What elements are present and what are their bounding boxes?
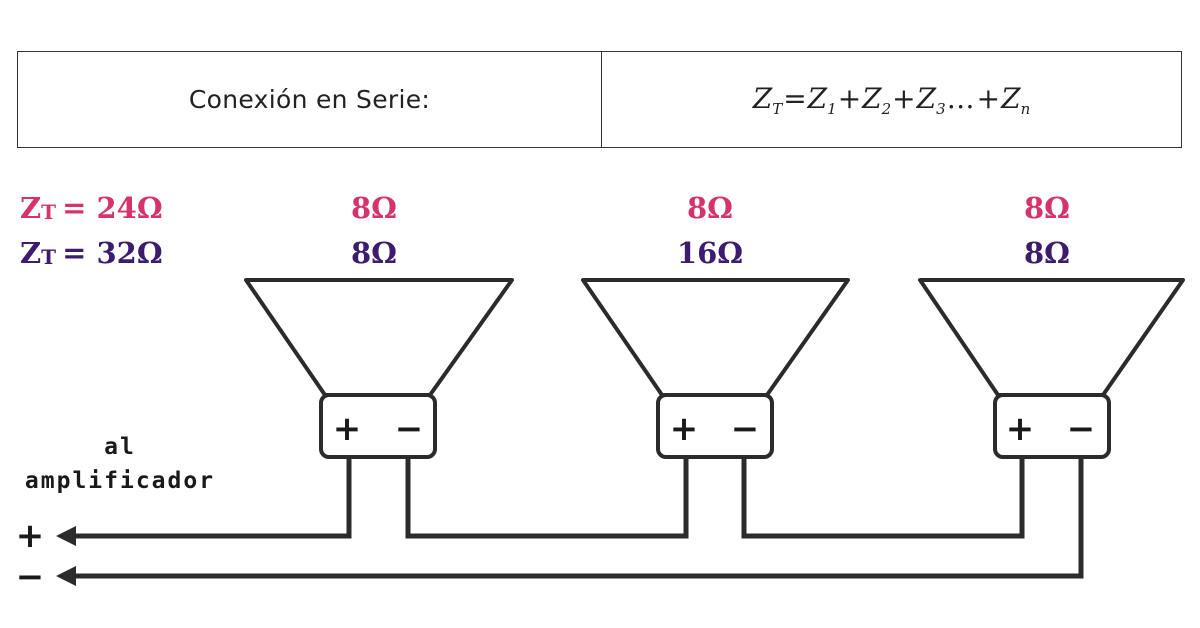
speaker-2-impedance-b: 16Ω <box>677 236 743 270</box>
arrow-minus-icon <box>56 566 76 586</box>
speaker-2 <box>581 278 850 459</box>
speaker-1-plus-terminal: + <box>333 409 362 449</box>
amplifier-label-line1: al <box>104 434 136 460</box>
formula-total-sub: T <box>772 99 783 118</box>
total-impedance-b: ZT= 32Ω <box>20 236 163 270</box>
speaker-2-minus-terminal: − <box>731 409 760 449</box>
formula-term-1: Z <box>807 81 828 115</box>
table-cell-formula: ZT=Z1+Z2+Z3…+Zn <box>602 52 1181 147</box>
formula-total-symbol: Z <box>752 81 773 115</box>
wire-amp-plus-to-speaker-1 <box>70 457 352 539</box>
formula-plus-1: + <box>837 81 862 115</box>
wire-speaker-3-to-amp-minus <box>70 457 1084 579</box>
table-cell-label: Conexión en Serie: <box>18 52 602 147</box>
formula-plus-3: + <box>976 81 1001 115</box>
amplifier-label-line2: amplificador <box>25 468 215 494</box>
speaker-3-impedance-a: 8Ω <box>1024 191 1070 225</box>
amp-plus-sign: + <box>16 516 45 556</box>
speaker-2-plus-terminal: + <box>670 409 699 449</box>
speaker-3 <box>918 278 1185 459</box>
speaker-1-terminal-box <box>319 393 437 459</box>
speaker-2-terminal-box <box>656 393 774 459</box>
formula-term-3: Z <box>916 81 937 115</box>
speaker-3-cone-icon <box>918 278 1185 397</box>
speaker-2-impedance-a: 8Ω <box>687 191 733 225</box>
wire-speaker-1-to-speaker-2 <box>405 457 689 539</box>
speaker-1-impedance-a: 8Ω <box>351 191 397 225</box>
amp-minus-sign: − <box>16 557 45 597</box>
formula-ellipsis: … <box>946 81 975 115</box>
speaker-3-impedance-b: 8Ω <box>1024 236 1070 270</box>
speaker-3-terminal-box <box>993 393 1111 459</box>
series-impedance-formula: ZT=Z1+Z2+Z3…+Zn <box>753 82 1031 118</box>
formula-term-2-sub: 2 <box>881 99 892 118</box>
speaker-1-minus-terminal: − <box>395 409 424 449</box>
arrow-plus-icon <box>56 526 76 546</box>
formula-term-3-sub: 3 <box>936 99 946 118</box>
formula-plus-2: + <box>892 81 916 115</box>
formula-table: Conexión en Serie: ZT=Z1+Z2+Z3…+Zn <box>17 51 1182 148</box>
formula-term-n-sub: n <box>1020 99 1031 118</box>
total-impedance-a: ZT= 24Ω <box>20 191 163 225</box>
speaker-3-minus-terminal: − <box>1067 409 1096 449</box>
speaker-1-impedance-b: 8Ω <box>351 236 397 270</box>
formula-term-1-sub: 1 <box>827 99 837 118</box>
formula-equals: = <box>783 81 807 115</box>
speaker-1 <box>244 278 514 459</box>
formula-term-2: Z <box>862 81 882 115</box>
speaker-2-cone-icon <box>581 278 850 397</box>
formula-term-n: Z <box>1001 81 1021 115</box>
wire-speaker-2-to-speaker-3 <box>741 457 1025 539</box>
connection-type-label: Conexión en Serie: <box>188 85 431 114</box>
speaker-3-plus-terminal: + <box>1006 409 1035 449</box>
speaker-1-cone-icon <box>244 278 514 397</box>
